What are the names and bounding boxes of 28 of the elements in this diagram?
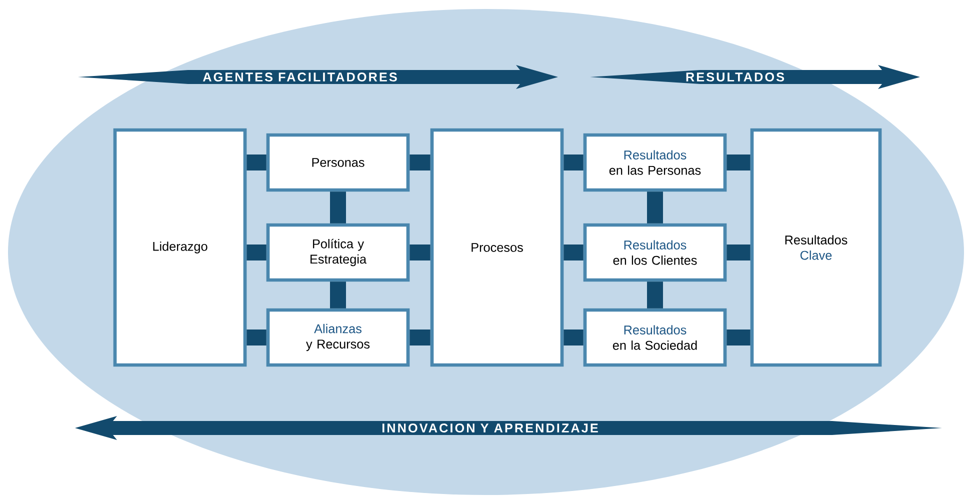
connector	[726, 154, 750, 170]
criterion-box: Personas	[266, 133, 410, 192]
connector	[246, 330, 266, 346]
criterion-box: Resultados en los Clientes	[583, 223, 727, 282]
connector	[246, 154, 266, 170]
connector	[330, 282, 346, 308]
criterion-box: Liderazgo	[113, 128, 247, 367]
connector	[410, 154, 430, 170]
criterion-box: Resultados en las Personas	[583, 133, 727, 192]
criterion-box: Alianzas y Recursos	[266, 308, 410, 367]
arrow-label: INNOVACION Y APRENDIZAJE	[382, 424, 598, 432]
criterion-box: Política y Estrategia	[266, 223, 410, 282]
connector	[246, 244, 266, 261]
connector	[726, 244, 750, 261]
connector	[647, 282, 663, 308]
criterion-box: Procesos	[430, 128, 564, 367]
arrow-label: AGENTES FACILITADORES	[202, 72, 397, 82]
connector	[564, 330, 584, 346]
connector	[330, 192, 346, 224]
connector	[726, 330, 750, 346]
criterion-box: Resultados Clave	[750, 128, 882, 367]
arrow-label: RESULTADOS	[686, 72, 784, 82]
connector	[410, 330, 430, 346]
connector	[564, 244, 584, 261]
connector	[410, 244, 430, 261]
criterion-box: Resultados en la Sociedad	[583, 308, 727, 367]
connector	[564, 154, 584, 170]
connector	[647, 192, 663, 224]
